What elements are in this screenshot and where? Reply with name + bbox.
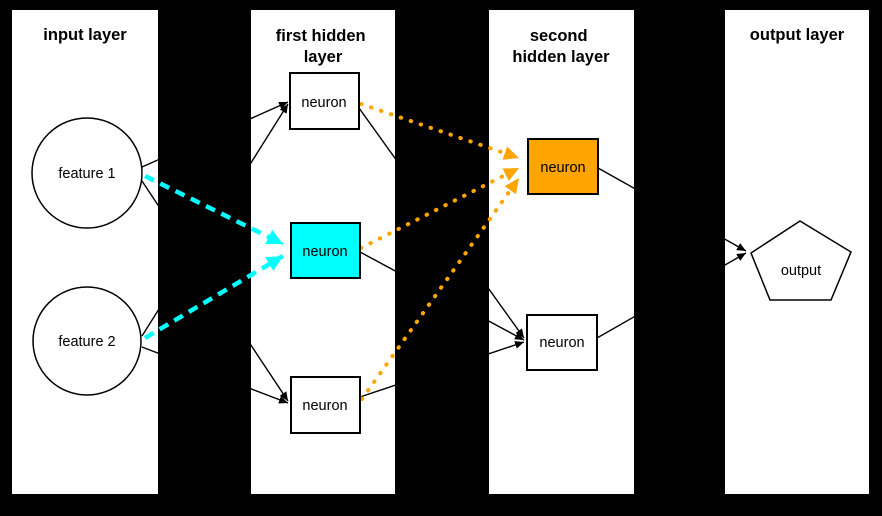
title-first-hidden-layer-line1: first hidden <box>276 27 366 45</box>
title-second-hidden-layer-line1: second <box>530 27 588 45</box>
edge-hidden1top-to-hidden2bottom <box>358 107 525 339</box>
panel-second-hidden-layer <box>489 10 634 494</box>
node-hidden1-middle-neuron <box>290 222 361 279</box>
edge-feature2-to-hidden1bottom <box>141 346 289 404</box>
black-edges <box>141 101 747 404</box>
title-second-hidden-layer-line2: hidden layer <box>512 48 610 66</box>
node-hidden1-bottom-neuron <box>290 376 361 434</box>
panel-input-layer <box>12 10 158 494</box>
title-output-layer: output layer <box>750 26 845 44</box>
edge-hidden2top-to-output <box>597 167 747 252</box>
node-hidden1-top-neuron <box>289 72 360 130</box>
title-first-hidden-layer-line2: layer <box>304 48 343 66</box>
edge-hidden1middle-to-hidden2bottom <box>359 251 525 341</box>
highlight-edge-hidden1top-to-hidden2top <box>359 102 521 160</box>
edge-feature2-to-hidden1top <box>141 103 289 337</box>
orange-edges <box>359 102 521 401</box>
label-output: output <box>781 263 821 279</box>
label-hidden1-bottom-neuron: neuron <box>302 398 347 414</box>
node-hidden2-bottom-neuron <box>526 314 598 371</box>
edge-feature1-to-hidden1bottom <box>141 180 289 402</box>
highlight-edge-feature2-to-hidden1middle <box>143 254 285 340</box>
label-hidden2-bottom-neuron: neuron <box>539 335 584 351</box>
label-hidden1-middle-neuron: neuron <box>302 244 347 260</box>
node-feature-2 <box>32 286 142 396</box>
node-feature-1 <box>31 117 143 229</box>
label-feature-2: feature 2 <box>58 334 115 350</box>
label-hidden1-top-neuron: neuron <box>301 95 346 111</box>
highlight-edge-hidden1bottom-to-hidden2top <box>360 176 521 401</box>
edge-hidden1bottom-to-hidden2bottom <box>359 341 525 398</box>
edge-hidden2bottom-to-output <box>596 252 747 339</box>
highlight-edge-hidden1middle-to-hidden2top <box>359 166 521 250</box>
label-hidden2-top-neuron: neuron <box>540 160 585 176</box>
title-first-hidden-layer: first hidden layer <box>276 27 370 66</box>
highlight-edge-feature1-to-hidden1middle <box>144 173 284 247</box>
node-output-pentagon <box>750 220 852 301</box>
node-hidden2-top-neuron <box>527 138 599 195</box>
edge-feature1-to-hidden1top <box>141 101 289 168</box>
title-input-layer: input layer <box>43 26 127 44</box>
cyan-edges <box>143 173 285 340</box>
title-second-hidden-layer: second hidden layer <box>512 27 610 66</box>
label-feature-1: feature 1 <box>58 166 115 182</box>
